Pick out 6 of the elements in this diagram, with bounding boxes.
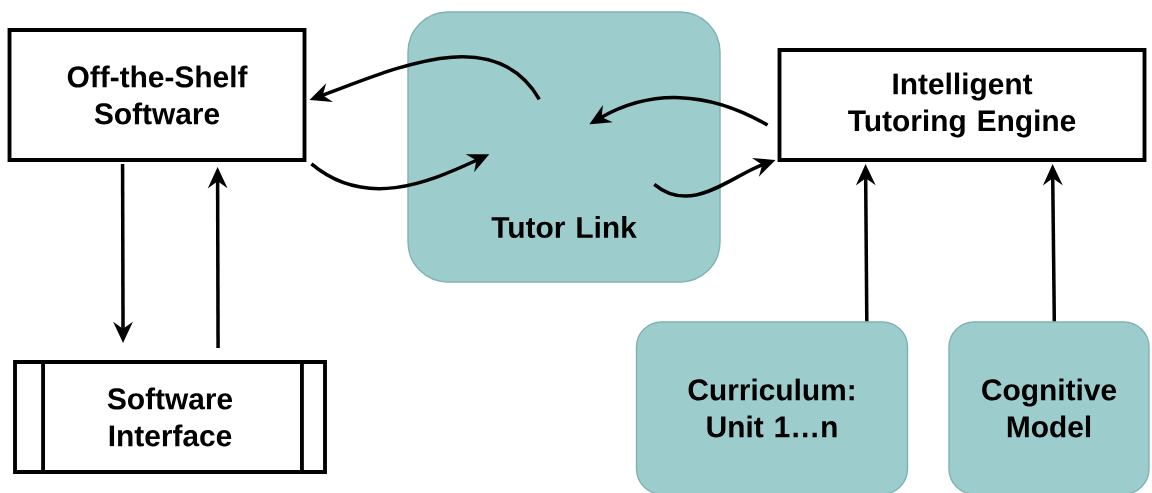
tutor-link-box: Tutor Link: [407, 11, 721, 283]
curriculum-box: Curriculum: Unit 1…n: [635, 321, 909, 493]
interface-box: Software Interface: [13, 360, 327, 474]
engine-box: Intelligent Tutoring Engine: [777, 48, 1147, 162]
software-box: Off-the-Shelf Software: [7, 28, 307, 162]
model-box: Cognitive Model: [948, 321, 1150, 493]
